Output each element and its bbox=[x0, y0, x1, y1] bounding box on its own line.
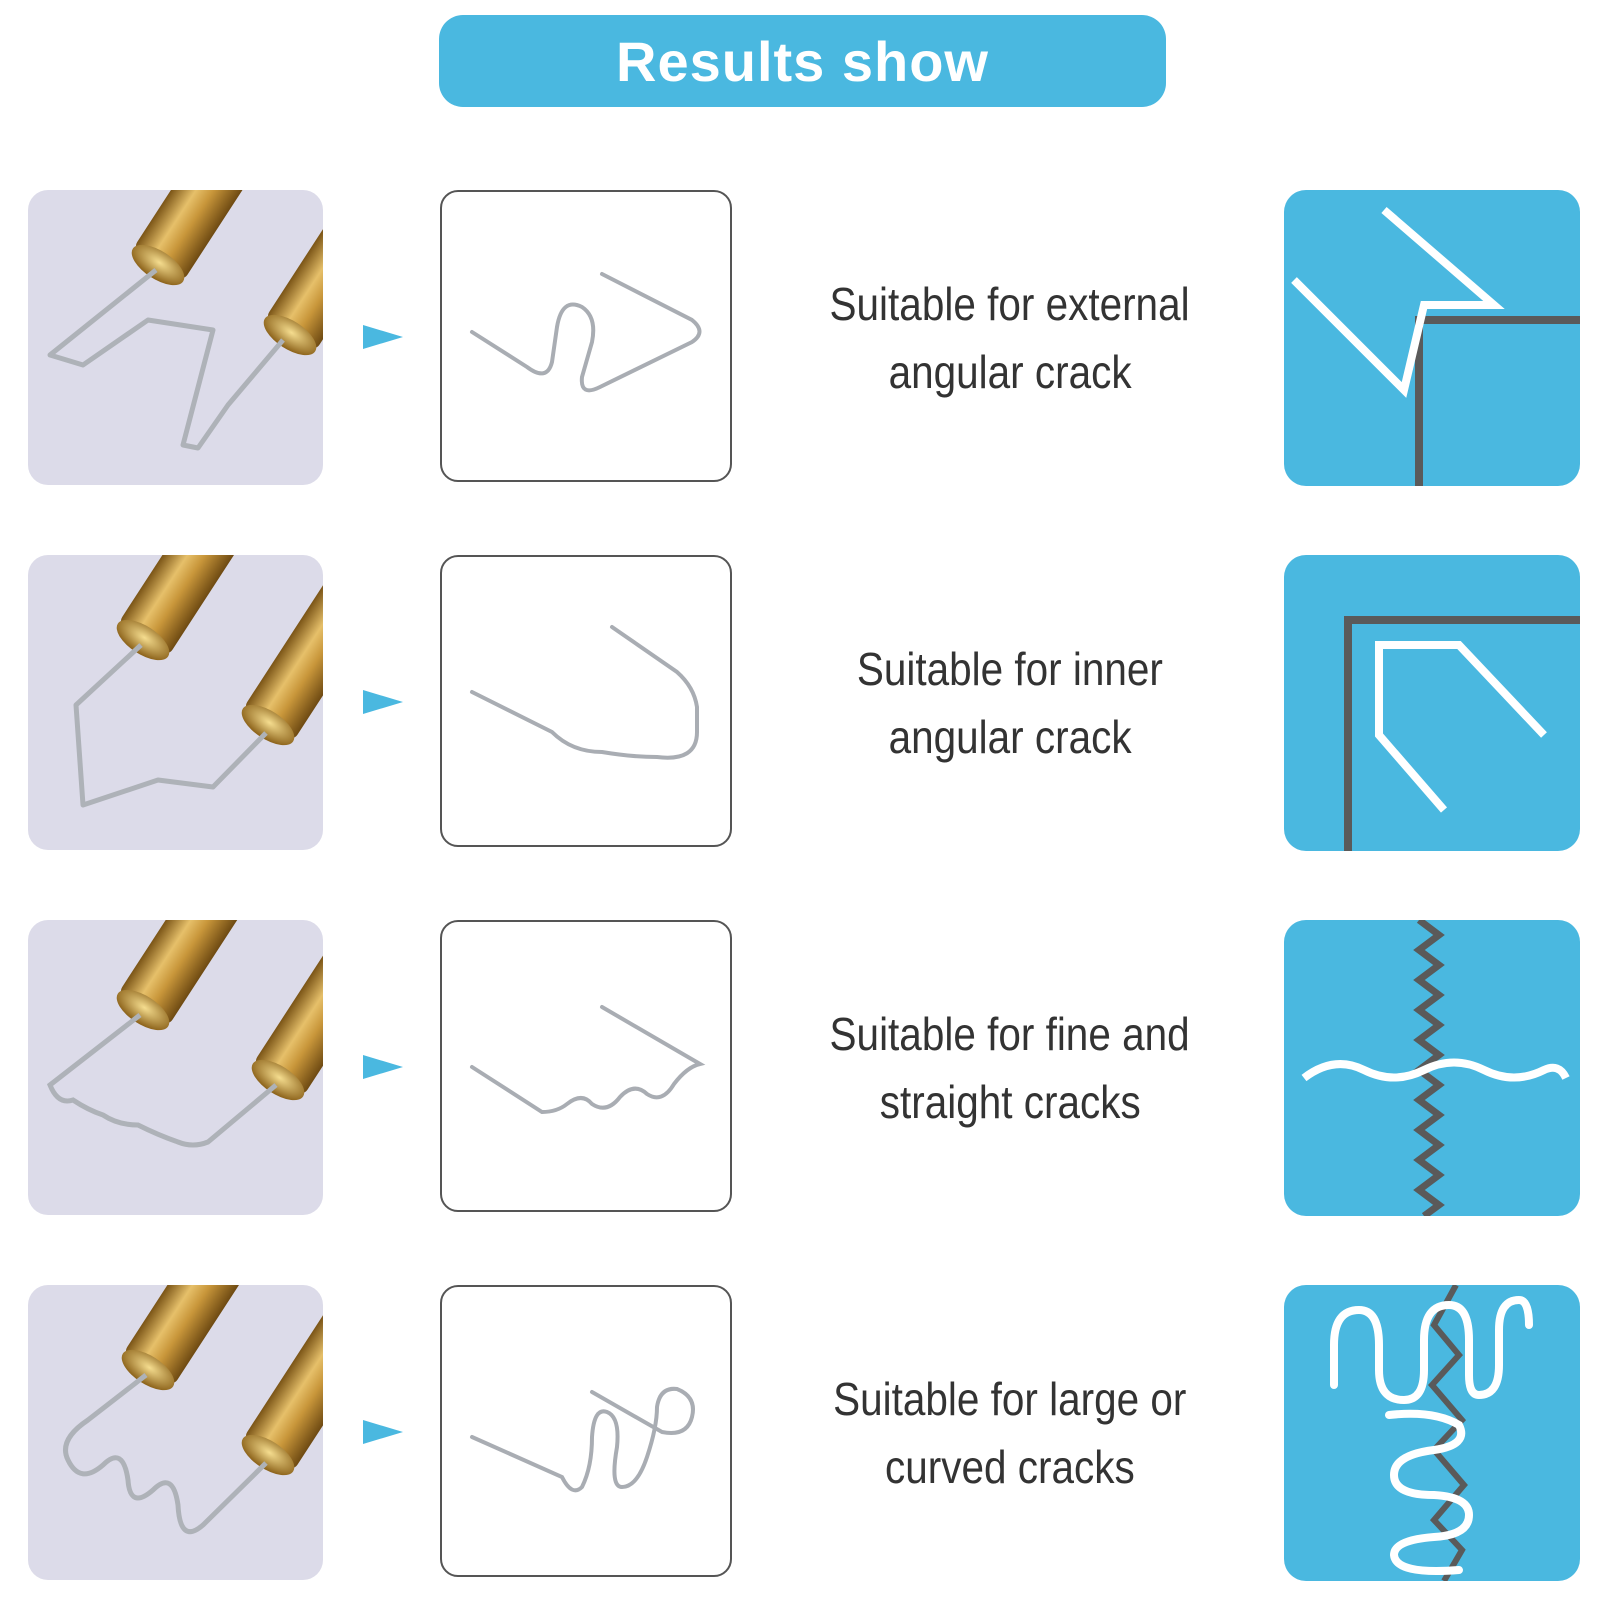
description-line-2: angular crack bbox=[888, 711, 1132, 763]
welding-tips-photo bbox=[28, 920, 323, 1215]
row-external-angular: Suitable for external angular crack bbox=[0, 190, 1600, 486]
staple-wire-image bbox=[440, 190, 732, 482]
description-line-1: Suitable for fine and bbox=[829, 1008, 1191, 1060]
row-fine-straight: Suitable for fine and straight cracks bbox=[0, 920, 1600, 1216]
row-large-curved: Suitable for large or curved cracks bbox=[0, 1285, 1600, 1581]
arrow-icon bbox=[363, 1420, 403, 1444]
description-line-2: curved cracks bbox=[885, 1441, 1135, 1493]
arrow-icon bbox=[363, 1055, 403, 1079]
arrow-icon bbox=[363, 325, 403, 349]
staple-wire-image bbox=[440, 555, 732, 847]
description-text: Suitable for large or curved cracks bbox=[780, 1285, 1240, 1581]
description-text: Suitable for inner angular crack bbox=[780, 555, 1240, 851]
description-line-1: Suitable for large or bbox=[833, 1373, 1187, 1425]
description-line-2: angular crack bbox=[888, 346, 1132, 398]
inner-angular-crack-icon bbox=[1284, 555, 1580, 851]
external-angular-crack-icon bbox=[1284, 190, 1580, 486]
description-line-2: straight cracks bbox=[879, 1076, 1141, 1128]
welding-tips-photo bbox=[28, 1285, 323, 1580]
page-title: Results show bbox=[616, 29, 989, 93]
staple-wire-image bbox=[440, 920, 732, 1212]
header-banner: Results show bbox=[439, 15, 1166, 107]
welding-tips-photo bbox=[28, 555, 323, 850]
arrow-icon bbox=[363, 690, 403, 714]
description-line-1: Suitable for inner bbox=[856, 643, 1164, 695]
fine-straight-crack-icon bbox=[1284, 920, 1580, 1216]
staple-wire-image bbox=[440, 1285, 732, 1577]
description-text: Suitable for external angular crack bbox=[780, 190, 1240, 486]
welding-tips-photo bbox=[28, 190, 323, 485]
description-text: Suitable for fine and straight cracks bbox=[780, 920, 1240, 1216]
curved-crack-icon bbox=[1284, 1285, 1580, 1581]
row-inner-angular: Suitable for inner angular crack bbox=[0, 555, 1600, 851]
description-line-1: Suitable for external bbox=[829, 278, 1191, 330]
